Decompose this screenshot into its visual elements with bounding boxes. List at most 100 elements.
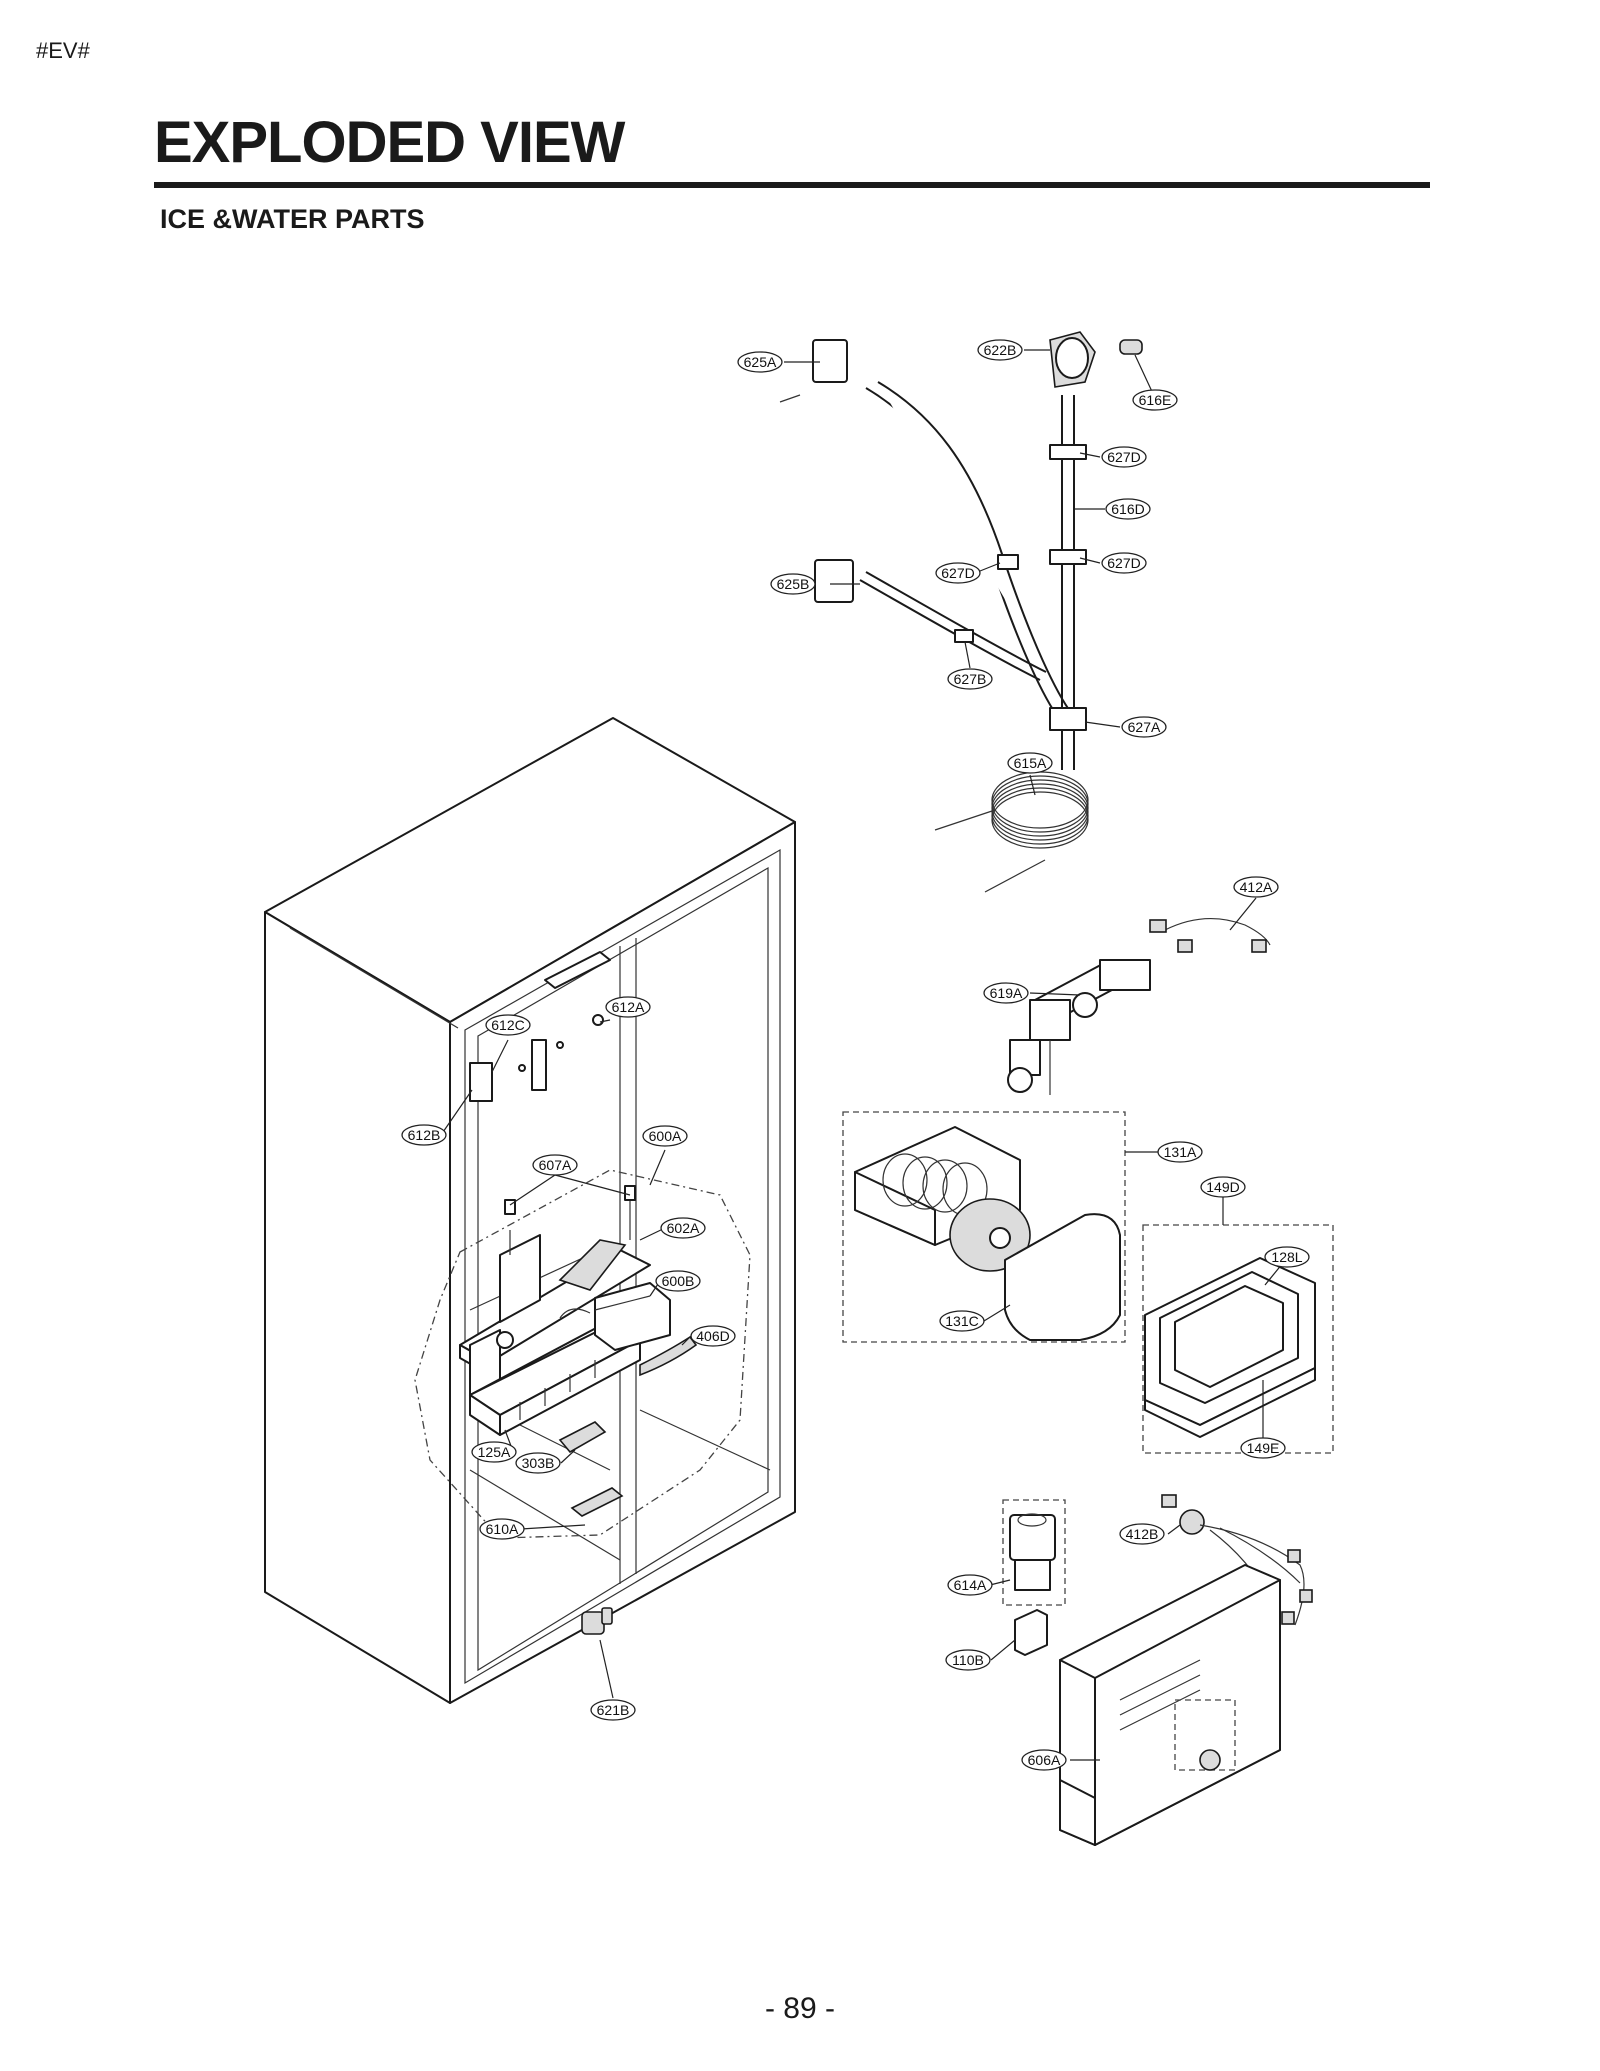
callout-125a: 125A <box>471 1441 517 1463</box>
callout-oval <box>471 1441 517 1463</box>
callout-oval <box>515 1452 561 1474</box>
callout-607a: 607A <box>532 1154 578 1176</box>
callout-text: 612A <box>612 999 645 1015</box>
callout-text: 149D <box>1206 1179 1239 1195</box>
coiled-tubing <box>934 771 1089 893</box>
callout-text: 627D <box>1107 555 1140 571</box>
callout-text: 622B <box>984 342 1017 358</box>
callout-600b: 600B <box>655 1270 701 1292</box>
callout-oval <box>1157 1141 1203 1163</box>
callout-131a: 131A <box>1157 1141 1203 1163</box>
callout-oval <box>660 1217 706 1239</box>
callout-text: 412B <box>1126 1526 1159 1542</box>
callout-oval <box>947 1574 993 1596</box>
callout-oval <box>401 1124 447 1146</box>
callout-oval <box>655 1270 701 1292</box>
callout-oval <box>532 1154 578 1176</box>
callout-text: 625B <box>777 576 810 592</box>
callout-600a: 600A <box>642 1125 688 1147</box>
callout-612b: 612B <box>401 1124 447 1146</box>
plate-610a <box>570 1487 624 1517</box>
callout-text: 627B <box>954 671 987 687</box>
callout-text: 621B <box>597 1702 630 1718</box>
callout-627b: 627B <box>947 668 993 690</box>
callout-oval <box>479 1518 525 1540</box>
ice-bin <box>854 1126 1121 1341</box>
callout-oval <box>1101 552 1147 574</box>
callout-text: 602A <box>667 1220 700 1236</box>
water-fitting-621b <box>581 1607 613 1635</box>
callout-text: 131C <box>945 1313 978 1329</box>
callout-text: 131A <box>1164 1144 1197 1160</box>
dispenser-cover <box>1144 1257 1316 1438</box>
callout-oval <box>1264 1246 1310 1268</box>
callout-oval <box>485 1014 531 1036</box>
icemaker-control-box <box>559 1282 671 1351</box>
callout-oval <box>1105 498 1151 520</box>
callout-oval <box>939 1310 985 1332</box>
callout-text: 110B <box>952 1652 984 1668</box>
callout-text: 625A <box>744 354 777 370</box>
callout-412b: 412B <box>1119 1523 1165 1545</box>
callout-627d-1: 627D <box>1101 446 1147 468</box>
icemaker-assembly-boundary <box>414 1169 751 1539</box>
callout-612a: 612A <box>605 996 651 1018</box>
callout-oval <box>983 982 1029 1004</box>
bracket-110b <box>1014 1609 1048 1656</box>
water-dispenser-nozzle <box>1049 331 1143 388</box>
water-tubes <box>859 381 1087 770</box>
callout-615a: 615A <box>1007 752 1053 774</box>
callout-oval <box>935 562 981 584</box>
callout-text: 149E <box>1247 1440 1280 1456</box>
callout-612c: 612C <box>485 1014 531 1036</box>
callout-text: 614A <box>954 1577 987 1593</box>
water-valve <box>1007 959 1151 1095</box>
callout-oval <box>1240 1437 1286 1459</box>
callout-149d: 149D <box>1200 1176 1246 1198</box>
callout-131c: 131C <box>939 1310 985 1332</box>
callout-text: 615A <box>1014 755 1047 771</box>
callout-406d: 406D <box>690 1325 736 1347</box>
callout-text: 627D <box>1107 449 1140 465</box>
callout-625b: 625B <box>770 573 816 595</box>
callout-oval <box>590 1699 636 1721</box>
callout-text: 627D <box>941 565 974 581</box>
callout-oval <box>1119 1523 1165 1545</box>
callout-text: 616E <box>1139 392 1172 408</box>
callout-149e: 149E <box>1240 1437 1286 1459</box>
callout-412a: 412A <box>1233 876 1279 898</box>
dispenser-housing <box>1059 1564 1281 1846</box>
callout-oval <box>1021 1749 1067 1771</box>
callout-oval <box>977 339 1023 361</box>
door-cover-boundary <box>1142 1224 1334 1454</box>
callout-622b: 622B <box>977 339 1023 361</box>
callout-616e: 616E <box>1132 389 1178 411</box>
callout-303b: 303B <box>515 1452 561 1474</box>
callout-oval <box>737 351 783 373</box>
callout-text: 125A <box>478 1444 511 1460</box>
callout-labels: 625A 622B 616E 627D 616D 627D 627D 625B 627B 627A… <box>401 339 1310 1771</box>
callout-oval <box>1007 752 1053 774</box>
callout-619a: 619A <box>983 982 1029 1004</box>
tube-covers <box>779 339 854 603</box>
solenoid-boundary <box>1002 1499 1066 1606</box>
fill-cup <box>639 1335 698 1377</box>
callout-text: 600B <box>662 1273 695 1289</box>
callout-oval <box>642 1125 688 1147</box>
callout-602a: 602A <box>660 1217 706 1239</box>
page-title: EXPLODED VIEW <box>154 110 625 175</box>
callout-text: 612B <box>408 1127 441 1143</box>
callout-text: 616D <box>1111 501 1144 517</box>
callout-627a: 627A <box>1121 716 1167 738</box>
title-rule <box>154 182 1430 188</box>
callout-616d: 616D <box>1105 498 1151 520</box>
callout-oval <box>605 996 651 1018</box>
callout-text: 619A <box>990 985 1023 1001</box>
callout-606a: 606A <box>1021 1749 1067 1771</box>
callout-oval <box>1200 1176 1246 1198</box>
callout-610a: 610A <box>479 1518 525 1540</box>
section-subtitle: ICE &WATER PARTS <box>160 204 425 234</box>
refrigerator-cabinet <box>264 717 796 1704</box>
callout-625a: 625A <box>737 351 783 373</box>
callout-oval <box>690 1325 736 1347</box>
